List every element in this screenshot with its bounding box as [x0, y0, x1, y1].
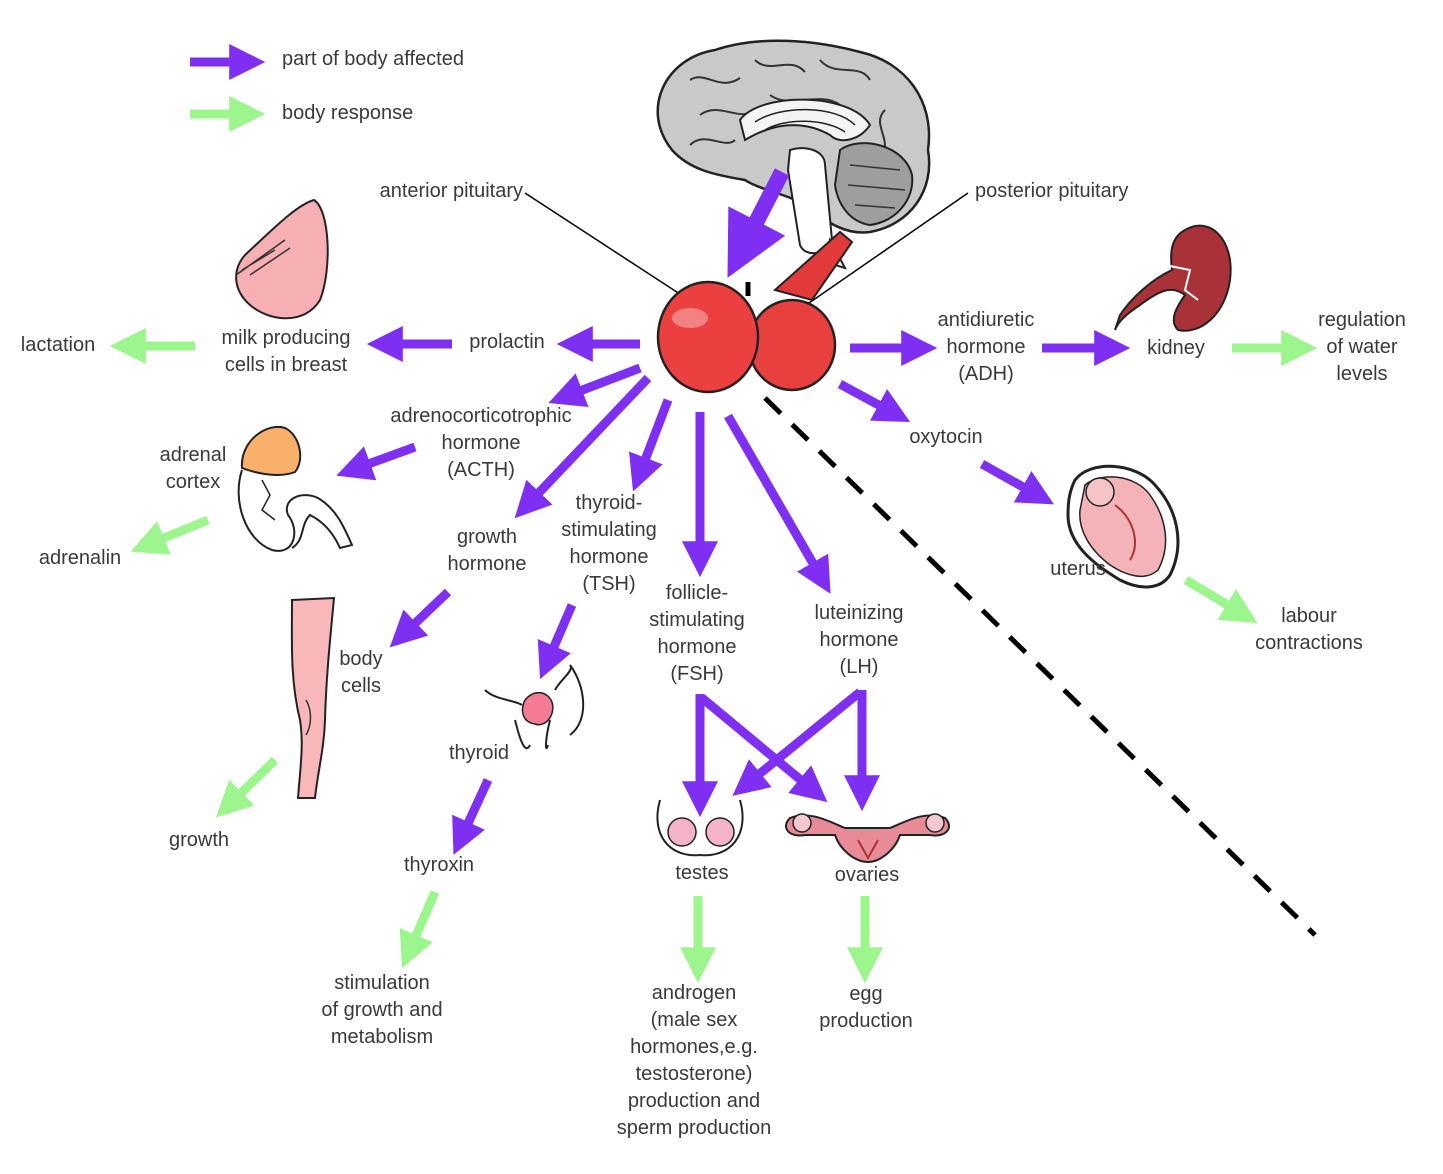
adrenal-gland-icon	[237, 425, 354, 552]
arrow-to-adrenalin	[130, 515, 210, 555]
growth-label: growth	[168, 829, 230, 851]
response-arrows	[109, 328, 1318, 984]
arrow-to-acth	[548, 363, 642, 407]
thyroid-icon	[484, 664, 585, 750]
arrow-to-labour	[1183, 576, 1258, 623]
growth-hormone-label: growth hormone	[447, 526, 527, 575]
arrow-to-adrenal	[336, 442, 417, 481]
brain-icon	[656, 39, 931, 270]
legend-response-label: body response	[282, 102, 414, 124]
uterus-label: uterus	[1050, 558, 1106, 580]
labour-contractions-label: labour contractions	[1255, 605, 1363, 654]
arrow-to-tsh	[629, 398, 673, 492]
water-regulation-label: regulation of water levels	[1318, 309, 1406, 385]
ovaries-label: ovaries	[834, 864, 900, 886]
arrow-to-stimulation	[399, 890, 440, 969]
leg-icon	[290, 596, 336, 799]
acth-label: adrenocorticotrophic hormone (ACTH)	[390, 405, 572, 481]
adh-label: antidiuretic hormone (ADH)	[937, 309, 1035, 385]
legend-affected-label: part of body affected	[282, 48, 464, 70]
body-cells-label: body cells	[339, 648, 383, 697]
androgen-label: androgen (male sex hormones,e.g. testost…	[616, 982, 772, 1139]
arrow-lh-to-testes	[732, 688, 863, 796]
thyroxin-label: thyroxin	[403, 854, 475, 876]
arrow-to-oxytocin	[837, 380, 911, 423]
arrow-to-thyroxin	[452, 778, 493, 855]
milk-cells-label: milk producing cells in breast	[221, 327, 351, 376]
pituitary-gland-icon	[656, 230, 854, 394]
kidney-icon	[1114, 224, 1232, 332]
breast-icon	[235, 198, 329, 320]
stimulation-label: stimulation of growth and metabolism	[321, 972, 443, 1048]
kidney-label: kidney	[1147, 337, 1205, 359]
adrenal-cortex-label: adrenal cortex	[159, 444, 227, 493]
egg-production-label: egg production	[819, 983, 913, 1032]
thyroid-label: thyroid	[448, 742, 510, 764]
brain-to-pituitary-arrow	[727, 168, 790, 278]
lactation-label: lactation	[20, 334, 96, 356]
adrenalin-label: adrenalin	[38, 547, 122, 569]
oxytocin-label: oxytocin	[909, 426, 983, 448]
arrow-to-uterus	[979, 460, 1054, 505]
arrow-to-growth-hormone	[514, 374, 652, 519]
arrow-to-growth	[215, 756, 279, 818]
affected-arrows	[336, 326, 1131, 855]
tsh-label: thyroid- stimulating hormone (TSH)	[561, 492, 657, 595]
posterior-pointer-line	[795, 192, 969, 313]
arrow-to-thyroid	[537, 603, 577, 680]
prolactin-label: prolactin	[469, 331, 545, 353]
posterior-pituitary-label: posterior pituitary	[975, 180, 1129, 202]
testes-icon	[656, 799, 744, 857]
testes-label: testes	[675, 862, 729, 884]
lh-label: luteinizing hormone (LH)	[814, 602, 904, 678]
arrow-fsh-to-ovaries	[699, 694, 828, 803]
arrow-to-body-cells	[389, 588, 452, 648]
ovaries-icon	[785, 813, 950, 864]
fsh-label: follicle- stimulating hormone (FSH)	[649, 582, 745, 685]
anterior-pituitary-label: anterior pituitary	[379, 180, 523, 202]
pregnant-uterus-icon	[1066, 464, 1180, 589]
anterior-posterior-divider	[763, 396, 1317, 937]
arrow-to-lh	[724, 413, 831, 594]
